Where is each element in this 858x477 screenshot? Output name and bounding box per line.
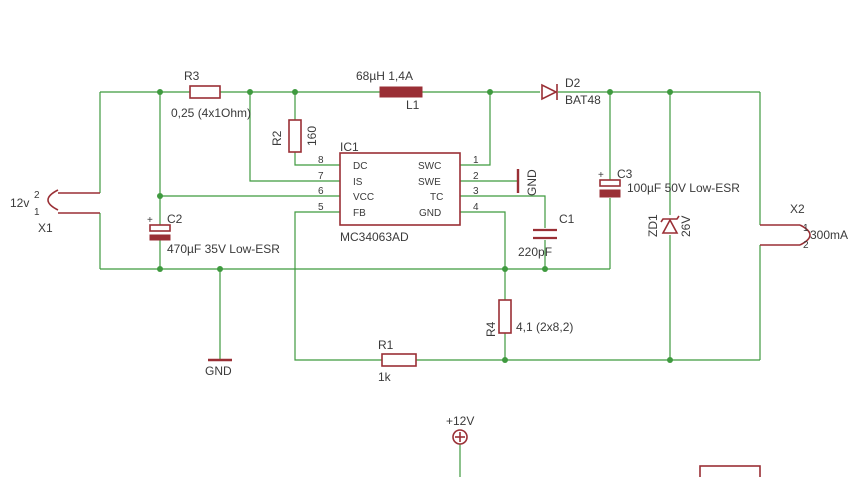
ic1-pin-swc: SWC — [418, 161, 441, 172]
c3-value-label: 100µF 50V Low-ESR — [627, 181, 740, 195]
ic1-pin-is: IS — [353, 177, 363, 188]
r3-name-label: R3 — [184, 69, 200, 83]
c3-polarity-label: + — [598, 170, 604, 181]
ic1-pin-vcc: VCC — [353, 192, 374, 203]
ic1-value-label: MC34063AD — [340, 230, 409, 244]
c1-name-label: C1 — [559, 212, 575, 226]
ic1-pin-num-6: 6 — [318, 186, 324, 197]
diode-d2: D2 BAT48 — [541, 76, 601, 107]
resistor-r2: R2 160 — [270, 119, 319, 153]
connector-x2: X2 1 2 300mA — [760, 202, 848, 251]
gnd-symbol-main: GND — [205, 358, 232, 378]
ic1-pin-fb: FB — [353, 208, 366, 219]
c2-name-label: C2 — [167, 212, 183, 226]
r2-value-label: 160 — [305, 126, 319, 146]
ic1-pin-tc: TC — [430, 192, 443, 203]
ic1-mc34063ad: IC1 MC34063AD DC IS VCC FB SWC SWE TC GN… — [318, 140, 479, 244]
wires — [99, 91, 761, 477]
capacitor-c1: C1 220pF — [518, 212, 575, 259]
ic1-pin-num-7: 7 — [318, 171, 324, 182]
ic1-pin-num-4: 4 — [473, 202, 479, 213]
c2-polarity-label: + — [147, 215, 153, 226]
d2-name-label: D2 — [565, 76, 581, 90]
resistor-r3: R3 0,25 (4x1Ohm) — [171, 69, 251, 120]
partial-component-bottom-right — [699, 465, 761, 477]
r4-name-label: R4 — [484, 321, 498, 337]
d2-value-label: BAT48 — [565, 93, 601, 107]
resistor-r4: R4 4,1 (2x8,2) — [484, 299, 573, 337]
l1-value-label: 68µH 1,4A — [356, 69, 413, 83]
l1-name-label: L1 — [406, 98, 420, 112]
r4-value-label: 4,1 (2x8,2) — [516, 320, 573, 334]
ic1-pin-num-2: 2 — [473, 171, 479, 182]
resistor-r1: R1 1k — [378, 338, 417, 384]
x1-pin1-label: 1 — [34, 207, 40, 218]
ic1-pin-num-8: 8 — [318, 155, 324, 166]
gnd-symbol-ic: GND — [516, 169, 539, 196]
zd1-name-label: ZD1 — [646, 214, 660, 237]
zener-zd1: ZD1 26V — [646, 214, 693, 237]
ic1-name-label: IC1 — [340, 140, 359, 154]
ic1-pin-num-1: 1 — [473, 155, 479, 166]
c2-value-label: 470µF 35V Low-ESR — [167, 242, 280, 256]
x2-name-label: X2 — [790, 202, 805, 216]
capacitor-c2: + C2 470µF 35V Low-ESR — [147, 212, 280, 256]
connector-x1: 2 1 12v X1 — [10, 189, 100, 235]
x2-pin1-label: 1 — [803, 223, 809, 234]
c1-value-label: 220pF — [518, 245, 552, 259]
junctions — [157, 89, 673, 363]
r1-name-label: R1 — [378, 338, 394, 352]
ic1-pin-num-5: 5 — [318, 202, 324, 213]
ic1-pin-swe: SWE — [418, 177, 441, 188]
inductor-l1: 68µH 1,4A L1 — [356, 69, 423, 112]
x2-current-label: 300mA — [810, 228, 848, 242]
ic1-pin-gnd: GND — [419, 208, 441, 219]
zd1-value-label: 26V — [679, 216, 693, 237]
capacitor-c3: + C3 100µF 50V Low-ESR — [598, 167, 740, 198]
x1-name-label: X1 — [38, 221, 53, 235]
x1-pin2-label: 2 — [34, 190, 40, 201]
r2-name-label: R2 — [270, 130, 284, 146]
vplus-label: +12V — [446, 414, 474, 428]
x1-voltage-label: 12v — [10, 196, 29, 210]
gnd-ic-label: GND — [525, 169, 539, 196]
ic1-pin-num-3: 3 — [473, 186, 479, 197]
ic1-pin-dc: DC — [353, 161, 367, 172]
x2-pin2-label: 2 — [803, 240, 809, 251]
r1-value-label: 1k — [378, 370, 392, 384]
vplus-symbol: +12V — [446, 414, 474, 445]
gnd-main-label: GND — [205, 364, 232, 378]
r3-value-label: 0,25 (4x1Ohm) — [171, 106, 251, 120]
c3-name-label: C3 — [617, 167, 633, 181]
